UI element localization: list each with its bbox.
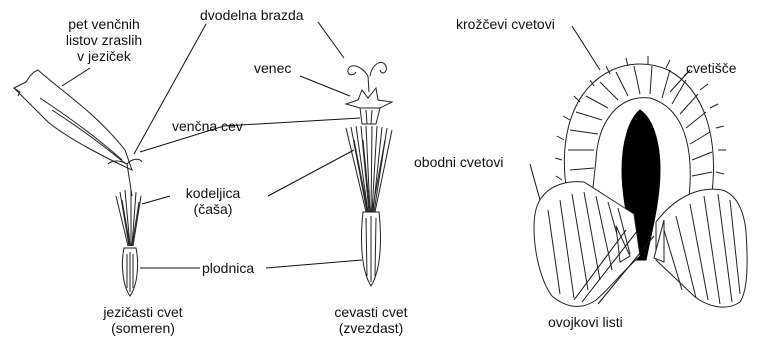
flower-head-section xyxy=(534,56,747,307)
ligulate-corolla-label: pet venčnih listov zraslih v jeziček xyxy=(52,16,156,64)
style-groove-label: dvodelna brazda xyxy=(200,7,304,23)
involucral-bracts-label: ovojkovi listi xyxy=(548,314,623,330)
ovary-label: plodnica xyxy=(202,260,254,276)
calyx-label-line2: (čaša) xyxy=(158,201,268,217)
tubular-flower-label-line2: (zvezdast) xyxy=(316,320,426,336)
ligulate-flower-label-line2: (someren) xyxy=(88,320,198,336)
ligulate-flower-label: jezičasti cvet (someren) xyxy=(88,304,198,336)
calyx-label-line1: kodeljica xyxy=(158,185,268,201)
tubular-flower-label: cevasti cvet (zvezdast) xyxy=(316,304,426,336)
ligulate-corolla-label-line1: pet venčnih xyxy=(52,16,156,32)
receptacle-label: cvetišče xyxy=(686,60,737,76)
disc-florets-label: krožčevi cvetovi xyxy=(456,16,555,32)
calyx-label: kodeljica (čaša) xyxy=(158,185,268,217)
ligulate-flower-drawing xyxy=(14,70,142,296)
ray-florets-label: obodni cvetovi xyxy=(414,154,504,170)
corolla-label: venec xyxy=(254,60,291,76)
ligulate-corolla-label-line2: listov zraslih xyxy=(52,32,156,48)
tubular-flower-label-line1: cevasti cvet xyxy=(316,304,426,320)
tubular-stigma xyxy=(348,62,386,92)
ligulate-pappus xyxy=(116,190,141,246)
ligulate-flower-label-line1: jezičasti cvet xyxy=(88,304,198,320)
tubular-flower-drawing xyxy=(346,62,392,286)
tubular-corolla-tube xyxy=(360,108,380,124)
tubular-pappus xyxy=(346,126,392,212)
corolla-tube-label: venčna cev xyxy=(172,118,243,134)
ligulate-corolla-label-line3: v jeziček xyxy=(52,48,156,64)
